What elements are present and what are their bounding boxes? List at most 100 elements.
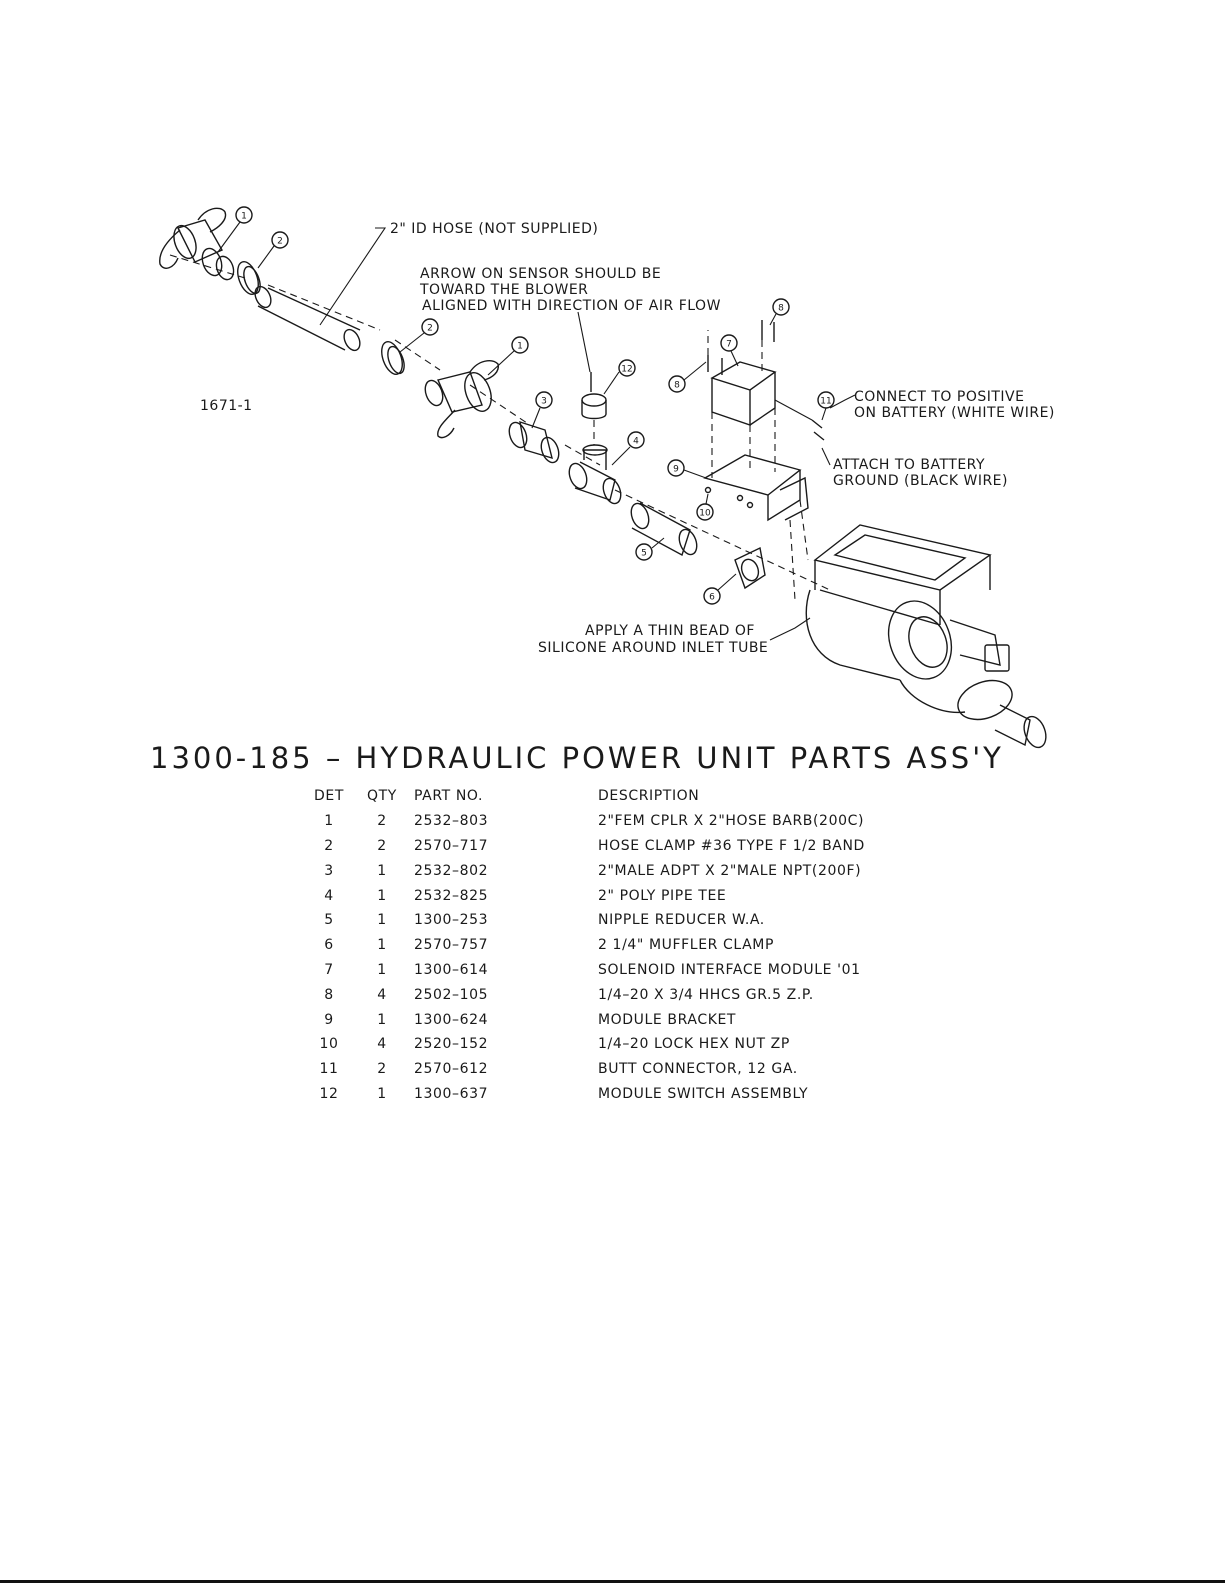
- table-row: 1 2 2532–803 2"FEM CPLR X 2"HOSE BARB(20…: [300, 809, 928, 834]
- part-3-male-adapter: [508, 420, 560, 464]
- sensor-note-line-3: ALIGNED WITH DIRECTION OF AIR FLOW: [422, 298, 721, 314]
- cell-part-no: 2532–802: [414, 862, 489, 879]
- part-12-module-switch: [581, 372, 607, 445]
- cell-det: 6: [324, 937, 334, 954]
- svg-text:5: 5: [641, 549, 647, 559]
- cell-qty: 1: [377, 937, 387, 954]
- table-row: 11 2 2570–612 BUTT CONNECTOR, 12 GA.: [300, 1057, 928, 1082]
- callout-bubble: 8: [668, 361, 707, 393]
- table-row: 8 4 2502–105 1/4–20 X 3/4 HHCS GR.5 Z.P.: [300, 982, 928, 1007]
- cell-det: 12: [319, 1085, 339, 1102]
- callout-bubble: 9: [667, 459, 707, 479]
- svg-text:12: 12: [621, 365, 632, 375]
- cell-description: 2" POLY PIPE TEE: [598, 887, 727, 904]
- ground-note-line-1: ATTACH TO BATTERY: [833, 457, 985, 473]
- cell-det: 5: [324, 912, 334, 929]
- table-row: 10 4 2520–152 1/4–20 LOCK HEX NUT ZP: [300, 1032, 928, 1057]
- cell-description: 1/4–20 LOCK HEX NUT ZP: [598, 1036, 790, 1053]
- table-row: 4 1 2532–825 2" POLY PIPE TEE: [300, 883, 928, 908]
- cell-qty: 4: [377, 1036, 387, 1053]
- callout-bubble: 7: [720, 334, 739, 367]
- page-bottom-rule: [0, 1580, 1225, 1583]
- cell-part-no: 2570–717: [414, 837, 489, 854]
- callout-bubble: 10: [696, 493, 714, 521]
- table-row: 5 1 1300–253 NIPPLE REDUCER W.A.: [300, 908, 928, 933]
- assembly-centerline: [169, 254, 831, 591]
- table-row: 3 1 2532–802 2"MALE ADPT X 2"MALE NPT(20…: [300, 858, 928, 883]
- table-row: 7 1 1300–614 SOLENOID INTERFACE MODULE '…: [300, 958, 928, 983]
- part-6-muffler-clamp: [734, 546, 766, 590]
- sensor-note-leader: [577, 311, 591, 373]
- silicone-note-line-2: SILICONE AROUND INLET TUBE: [538, 640, 768, 656]
- part-1-coupler-middle: [424, 360, 499, 439]
- hose-not-supplied: [254, 285, 361, 352]
- svg-text:7: 7: [726, 340, 732, 350]
- cell-qty: 2: [377, 813, 387, 830]
- cell-det: 2: [324, 837, 334, 854]
- table-row: 12 1 1300–637 MODULE SWITCH ASSEMBLY: [300, 1082, 928, 1107]
- cell-part-no: 2532–803: [414, 813, 489, 830]
- hose-note-leader: [319, 227, 387, 326]
- part-9-module-bracket: [703, 454, 809, 522]
- cell-det: 9: [324, 1011, 334, 1028]
- table-row: 6 1 2570–757 2 1/4" MUFFLER CLAMP: [300, 933, 928, 958]
- module-assembly-lines: [707, 330, 809, 601]
- part-8-screws: [707, 320, 775, 375]
- positive-note-leader: [829, 394, 856, 409]
- cell-description: 2"FEM CPLR X 2"HOSE BARB(200C): [598, 813, 865, 830]
- svg-text:8: 8: [778, 304, 784, 314]
- svg-text:8: 8: [674, 381, 680, 391]
- header-det: DET: [314, 788, 344, 805]
- svg-text:2: 2: [427, 324, 433, 334]
- cell-description: SOLENOID INTERFACE MODULE '01: [598, 961, 861, 978]
- cell-qty: 1: [377, 862, 387, 879]
- callout-bubble: 12: [603, 359, 636, 395]
- sensor-note-line-2: TOWARD THE BLOWER: [419, 282, 588, 298]
- positive-note-line-2: ON BATTERY (WHITE WIRE): [854, 405, 1055, 421]
- silicone-note-line-1: APPLY A THIN BEAD OF: [585, 623, 755, 639]
- page-title: 1300-185 – HYDRAULIC POWER UNIT PARTS AS…: [150, 741, 1004, 775]
- cell-det: 3: [324, 862, 334, 879]
- cell-det: 4: [324, 887, 334, 904]
- ground-note-leader: [821, 447, 831, 466]
- svg-text:1: 1: [517, 342, 523, 352]
- cell-qty: 2: [377, 837, 387, 854]
- positive-note-line-1: CONNECT TO POSITIVE: [854, 389, 1024, 405]
- exploded-assembly-drawing: 1 2 2 1 3 12 4 5 6 7 8 8: [159, 206, 1055, 749]
- cell-det: 11: [319, 1061, 339, 1078]
- callout-bubble: 5: [635, 537, 665, 561]
- svg-text:6: 6: [709, 593, 715, 603]
- part-2-hose-clamp-middle: [381, 341, 405, 375]
- header-part-no: PART NO.: [414, 788, 484, 805]
- cell-part-no: 2570–757: [414, 937, 489, 954]
- part-5-nipple-reducer: [630, 502, 698, 557]
- cell-qty: 1: [377, 961, 387, 978]
- callout-bubble: 1: [217, 206, 253, 253]
- cell-det: 1: [324, 813, 334, 830]
- table-row: 2 2 2570–717 HOSE CLAMP #36 TYPE F 1/2 B…: [300, 834, 928, 859]
- cell-description: MODULE SWITCH ASSEMBLY: [598, 1085, 809, 1102]
- part-1-coupler-left: [159, 207, 235, 281]
- callout-bubble: 6: [703, 573, 737, 605]
- silicone-note-leader: [769, 617, 811, 641]
- cell-description: 2"MALE ADPT X 2"MALE NPT(200F): [598, 862, 862, 879]
- header-qty: QTY: [367, 788, 397, 805]
- cell-part-no: 2532–825: [414, 887, 489, 904]
- svg-text:3: 3: [541, 397, 547, 407]
- cell-description: BUTT CONNECTOR, 12 GA.: [598, 1061, 798, 1078]
- table-row: 9 1 1300–624 MODULE BRACKET: [300, 1007, 928, 1032]
- svg-text:11: 11: [820, 397, 831, 407]
- callout-bubble: 3: [531, 391, 553, 429]
- cell-qty: 2: [377, 1061, 387, 1078]
- svg-text:10: 10: [699, 509, 711, 519]
- cell-part-no: 1300–637: [414, 1085, 489, 1102]
- callout-bubble: 8: [769, 298, 790, 326]
- parts-list-table: DET QTY PART NO. DESCRIPTION 1 2 2532–80…: [300, 784, 928, 1106]
- cell-qty: 1: [377, 912, 387, 929]
- cell-qty: 1: [377, 887, 387, 904]
- cell-description: 2 1/4" MUFFLER CLAMP: [598, 937, 775, 954]
- hose-note: 2" ID HOSE (NOT SUPPLIED): [390, 221, 598, 237]
- cell-qty: 4: [377, 986, 387, 1003]
- cell-qty: 1: [377, 1011, 387, 1028]
- part-11-butt-connectors: [774, 399, 825, 441]
